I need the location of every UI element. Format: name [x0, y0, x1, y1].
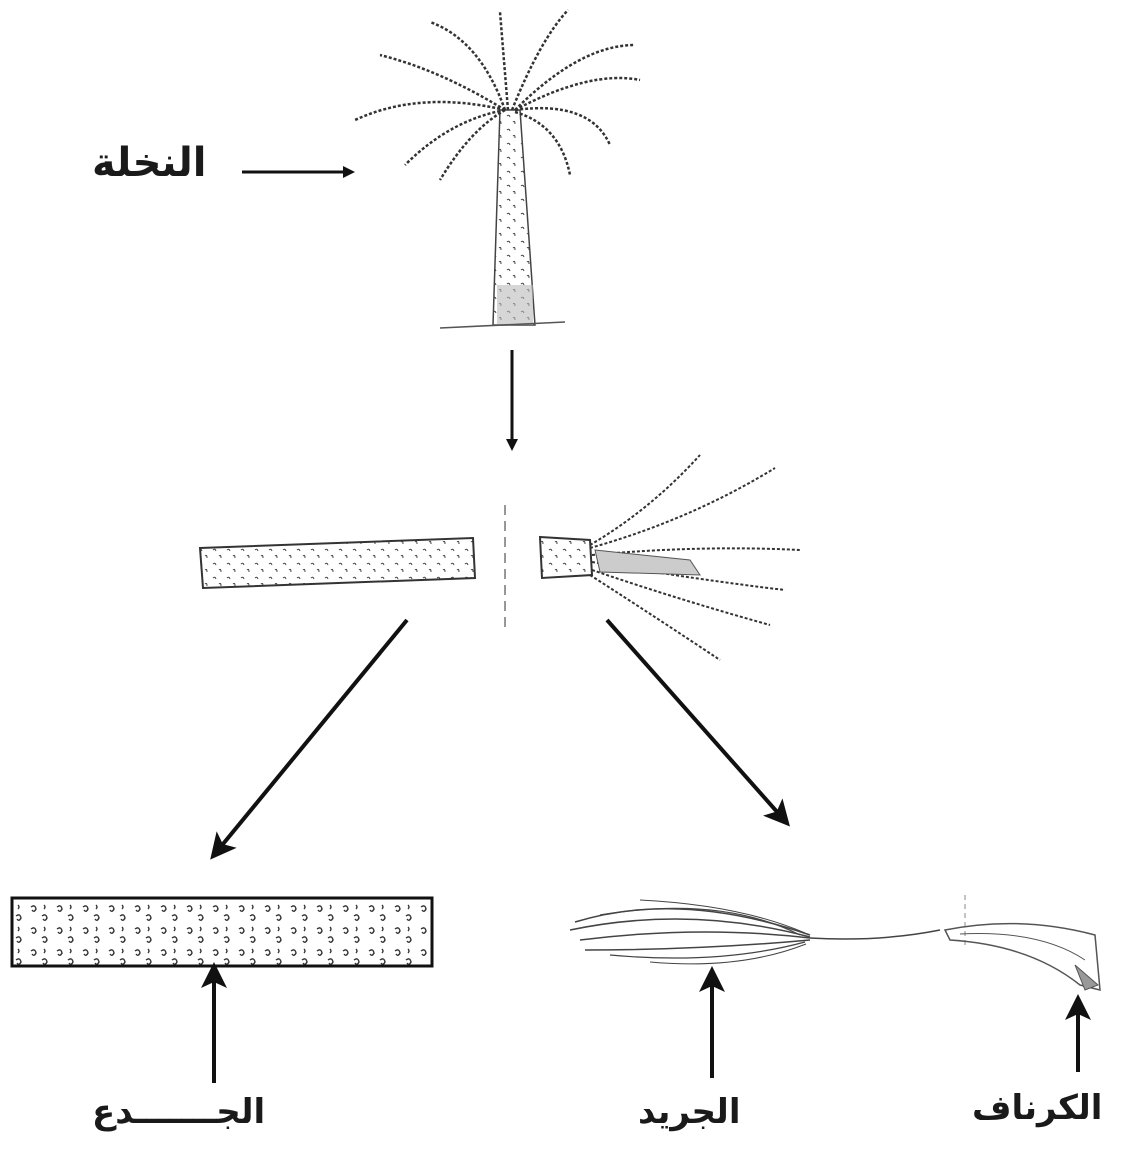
trunk-drawing	[12, 898, 432, 966]
karnaf-label: الكرناف	[972, 1088, 1102, 1128]
split-frond-piece	[540, 455, 800, 660]
frond-branch-arrow	[607, 620, 786, 822]
palm-tree-drawing	[355, 10, 640, 328]
trunk-label: الجـــــــدع	[92, 1092, 265, 1132]
karnaf-drawing	[945, 924, 1100, 990]
palm-label: النخلة	[92, 140, 206, 186]
frond-drawing	[570, 900, 940, 964]
frond-label: الجريد	[638, 1092, 740, 1132]
trunk-branch-arrow	[214, 620, 407, 855]
split-trunk-piece	[200, 538, 475, 588]
